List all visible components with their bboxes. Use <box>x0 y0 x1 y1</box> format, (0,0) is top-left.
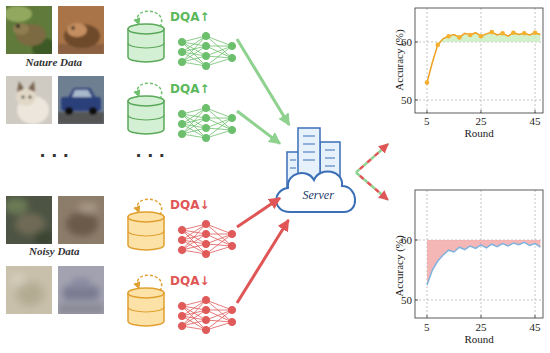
ellipsis: · · · <box>40 146 69 165</box>
upload-arrow <box>237 39 289 125</box>
cat-image <box>6 76 52 124</box>
connector-stroke <box>237 39 289 125</box>
dqa-label: DQA↑ <box>170 10 210 24</box>
tick-label: 45 <box>530 321 541 333</box>
noisy-image <box>58 196 104 244</box>
tick-label: 50 <box>401 94 412 106</box>
connector-stroke <box>237 220 289 303</box>
dqa-label: DQA↓ <box>170 274 210 288</box>
connector-stroke <box>356 144 388 173</box>
upload-arrow <box>237 111 280 144</box>
accuracy-chart <box>415 190 543 318</box>
server-label: Server <box>303 188 334 203</box>
result-arrow <box>356 144 388 173</box>
tick-label: 45 <box>530 115 541 127</box>
group-label: Noisy Data <box>29 245 79 257</box>
server-icon <box>276 128 355 212</box>
connector-stroke <box>356 173 388 200</box>
accuracy-chart <box>415 8 543 113</box>
toad-image <box>58 6 104 54</box>
tick-label: 60 <box>401 234 412 246</box>
upload-arrow <box>237 220 289 303</box>
frog-image <box>4 6 56 58</box>
chart-panel: Accuracy (%)605052545Round <box>388 186 546 349</box>
connector-stroke <box>356 144 388 173</box>
connector-stroke <box>237 111 280 144</box>
upload-arrow <box>237 198 280 227</box>
client-node: DQA↑ <box>125 6 237 72</box>
result-arrow <box>356 173 388 200</box>
car-image <box>58 76 104 124</box>
connector-stroke <box>356 173 388 200</box>
dqa-label: DQA↑ <box>170 82 210 96</box>
tick-label: 25 <box>476 321 487 333</box>
ellipsis: · · · <box>136 146 165 165</box>
tick-label: 5 <box>424 321 430 333</box>
tick-label: 50 <box>401 294 412 306</box>
tick-label: 25 <box>476 115 487 127</box>
tick-label: 5 <box>424 115 430 127</box>
dqa-label: DQA↓ <box>170 198 210 212</box>
client-node: DQA↓ <box>125 194 237 260</box>
server-node: Server <box>280 125 356 220</box>
axis-title: Round <box>465 127 494 139</box>
noisy-image <box>4 196 54 246</box>
axis-title: Round <box>465 333 494 345</box>
chart-panel: Accuracy (%)605052545Round <box>388 4 546 144</box>
client-node: DQA↑ <box>125 78 237 144</box>
connector-stroke <box>237 198 280 227</box>
noisy-image <box>6 266 52 314</box>
client-node: DQA↓ <box>125 270 237 336</box>
group-label: Nature Data <box>26 56 83 68</box>
noisy-image <box>58 266 104 314</box>
tick-label: 60 <box>401 36 412 48</box>
